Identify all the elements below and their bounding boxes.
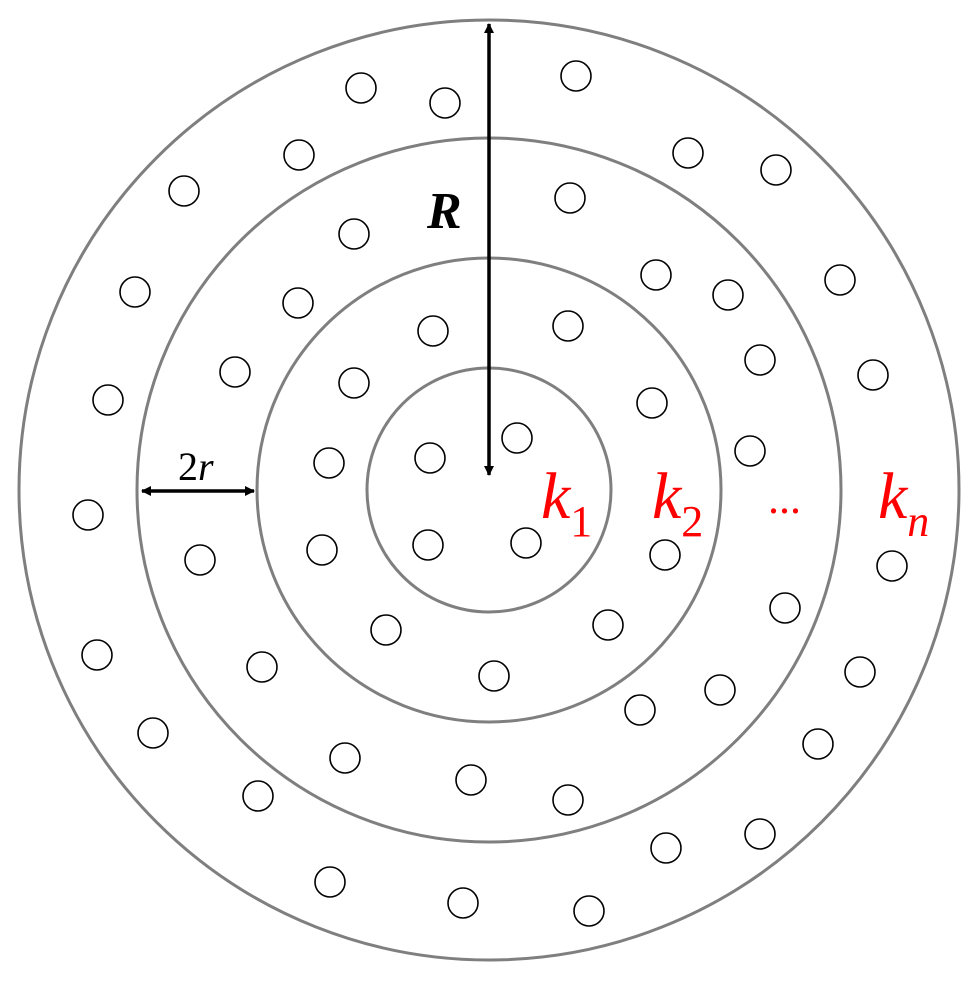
particle: [649, 539, 681, 571]
particle: [876, 550, 908, 582]
outer-ring-n: [17, 18, 961, 962]
particle: [552, 784, 584, 816]
particle: [219, 356, 251, 388]
particle: [246, 651, 278, 683]
particle: [338, 367, 370, 399]
particle: [844, 656, 876, 688]
particle: [370, 614, 402, 646]
particle: [338, 218, 370, 250]
particle: [184, 544, 216, 576]
particle: [769, 592, 801, 624]
particle: [510, 527, 542, 559]
particle: [242, 780, 274, 812]
particle: [744, 344, 776, 376]
particle: [650, 832, 682, 864]
particle: [640, 259, 672, 291]
particle: [734, 435, 766, 467]
particle: [573, 895, 605, 927]
particle: [478, 660, 510, 692]
particle: [592, 609, 624, 641]
ring-label-k2: k2: [652, 460, 703, 546]
ring-label-kn: kn: [878, 460, 929, 546]
particle: [417, 315, 449, 347]
particle: [802, 728, 834, 760]
particle: [455, 764, 487, 796]
ring-label-ellipsis: ...: [768, 474, 801, 523]
ring-labels: k1 k2 ... kn: [541, 460, 929, 546]
particle: [824, 264, 856, 296]
particle: [447, 887, 479, 919]
ring-width-number: 2: [178, 444, 198, 489]
particle: [168, 175, 200, 207]
particle: [282, 287, 314, 319]
ring-width-variable: r: [198, 444, 214, 489]
particle: [72, 499, 104, 531]
particle: [283, 139, 315, 171]
particle: [624, 694, 656, 726]
particle: [412, 529, 444, 561]
particle: [744, 818, 776, 850]
particle: [857, 359, 889, 391]
radius-label: R: [426, 183, 462, 240]
particle: [429, 87, 461, 119]
particles: [72, 60, 908, 927]
particle: [306, 534, 338, 566]
particle: [501, 422, 533, 454]
particle: [636, 387, 668, 419]
particle: [554, 182, 586, 214]
particle: [137, 717, 169, 749]
particle: [119, 276, 151, 308]
particle: [313, 447, 345, 479]
particle: [560, 60, 592, 92]
ring-label-k1: k1: [541, 460, 592, 546]
particle: [345, 72, 377, 104]
particle: [672, 137, 704, 169]
particle: [760, 154, 792, 186]
particle: [414, 442, 446, 474]
particle: [712, 279, 744, 311]
particle: [314, 866, 346, 898]
ring-width-label: 2r: [178, 444, 214, 489]
particle: [92, 384, 124, 416]
particle: [704, 674, 736, 706]
particle: [81, 639, 113, 671]
particle: [329, 742, 361, 774]
particle: [552, 310, 584, 342]
